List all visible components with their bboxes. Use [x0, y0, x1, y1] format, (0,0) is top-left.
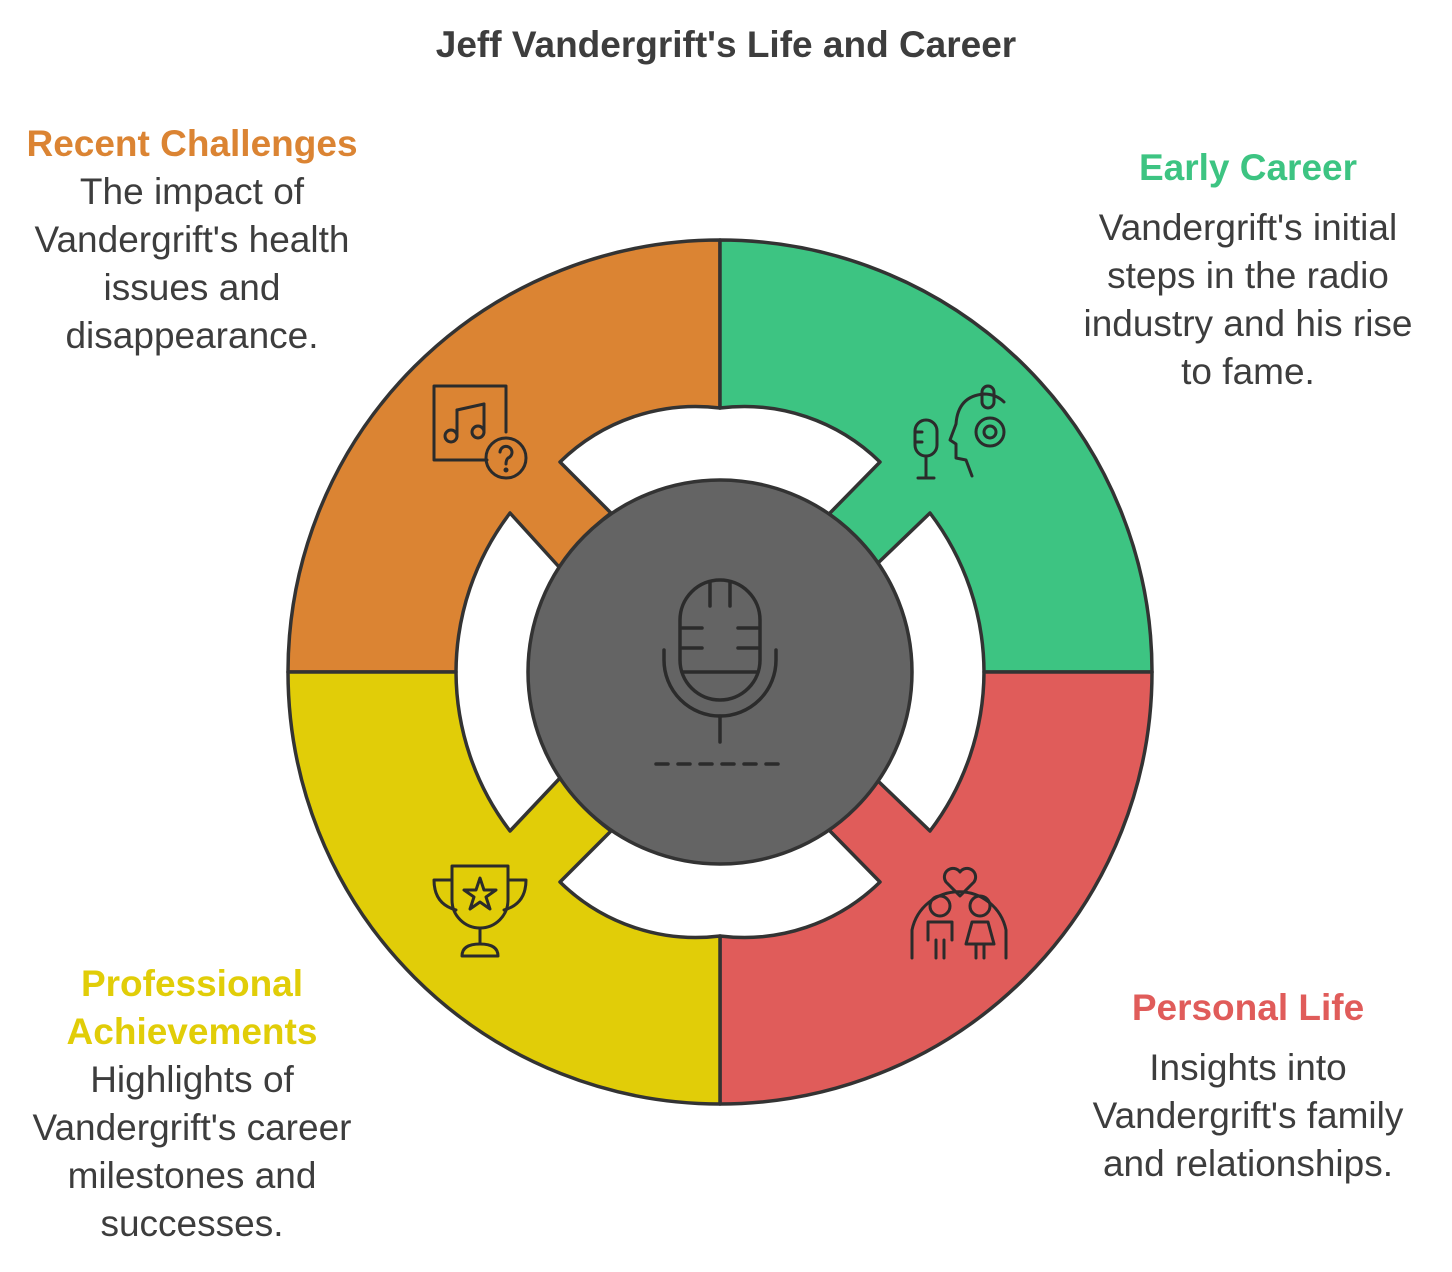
- recent-challenges-block: Recent Challenges The impact of Vandergr…: [20, 120, 364, 360]
- segment-professional-achievements: [286, 670, 722, 1106]
- couple-heart-icon: [910, 866, 1008, 960]
- recent-challenges-description: The impact of Vandergrift's health issue…: [34, 171, 350, 356]
- early-career-block: Early Career Vandergrift's initial steps…: [1076, 144, 1420, 396]
- professional-achievements-heading: Professional Achievements: [66, 963, 318, 1052]
- trophy-star-icon: [432, 864, 528, 958]
- microphone-icon: [654, 578, 786, 766]
- music-question-icon: [432, 384, 528, 480]
- podcast-headset-icon: [913, 384, 1006, 480]
- personal-life-block: Personal Life Insights into Vandergrift'…: [1076, 984, 1420, 1188]
- early-career-description: Vandergrift's initial steps in the radio…: [1083, 207, 1413, 392]
- professional-achievements-block: Professional Achievements Highlights of …: [20, 960, 364, 1248]
- professional-achievements-description: Highlights of Vandergrift's career miles…: [32, 1059, 352, 1244]
- personal-life-heading: Personal Life: [1131, 987, 1365, 1028]
- page-title: Jeff Vandergrift's Life and Career: [435, 24, 1017, 65]
- early-career-heading: Early Career: [1138, 147, 1358, 188]
- personal-life-description: Insights into Vandergrift's family and r…: [1092, 1047, 1404, 1184]
- recent-challenges-heading: Recent Challenges: [26, 123, 358, 164]
